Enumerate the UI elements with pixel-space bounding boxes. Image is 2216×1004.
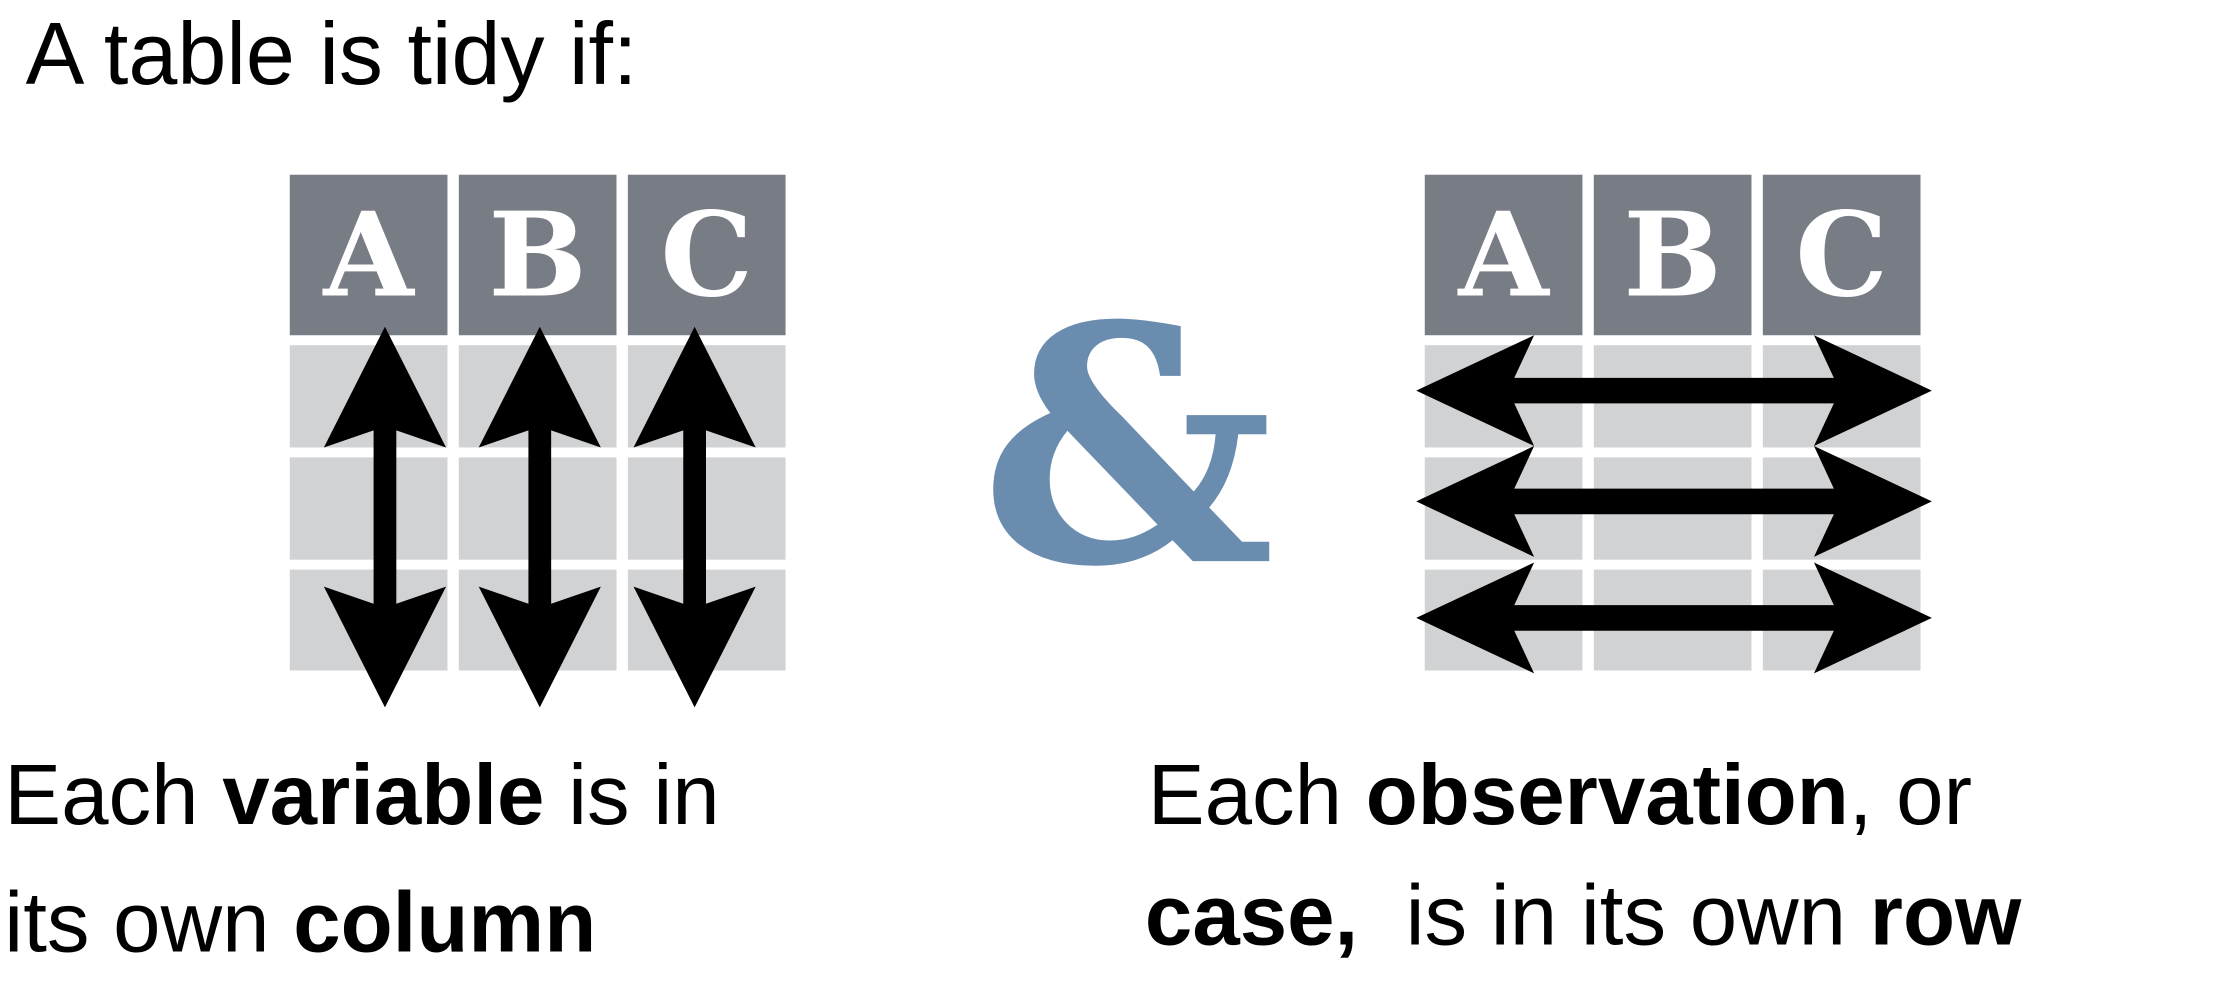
horizontal-double-arrow [1416, 562, 1932, 674]
title: A table is tidy if: [25, 5, 638, 104]
right-caption-line2: case, is in its own row [1145, 873, 2021, 959]
column-header-c: C [627, 174, 786, 336]
caption-bold: column [293, 875, 597, 971]
caption-bold: observation [1365, 747, 1849, 843]
column-header-b: B [458, 174, 617, 336]
column-header-a: A [1424, 174, 1583, 336]
vertical-double-arrow [633, 326, 756, 708]
table-cell [289, 457, 448, 560]
left-caption-line1: Each variable is in [4, 752, 719, 838]
column-header-c: C [1762, 174, 1921, 336]
column-header-a: A [289, 174, 448, 336]
vertical-double-arrow [323, 326, 447, 708]
horizontal-double-arrow [1416, 446, 1932, 557]
caption-bold: row [1869, 867, 2022, 964]
caption-text: is in [544, 747, 720, 843]
left-caption-line2: its own column [4, 880, 596, 966]
right-caption-line1: Each observation, or [1148, 752, 1972, 838]
caption-bold: variable [222, 747, 545, 843]
column-header-b: B [1593, 174, 1752, 336]
caption-text: Each [4, 747, 223, 843]
horizontal-double-arrow [1416, 335, 1932, 447]
table-cell [627, 457, 786, 560]
caption-text: its own [4, 875, 294, 971]
caption-text: , or [1848, 747, 1972, 843]
vertical-double-arrow [478, 326, 601, 708]
caption-text: is in its own [1358, 867, 1870, 964]
caption-bold: case, [1144, 867, 1359, 964]
caption-text: Each [1147, 747, 1366, 843]
